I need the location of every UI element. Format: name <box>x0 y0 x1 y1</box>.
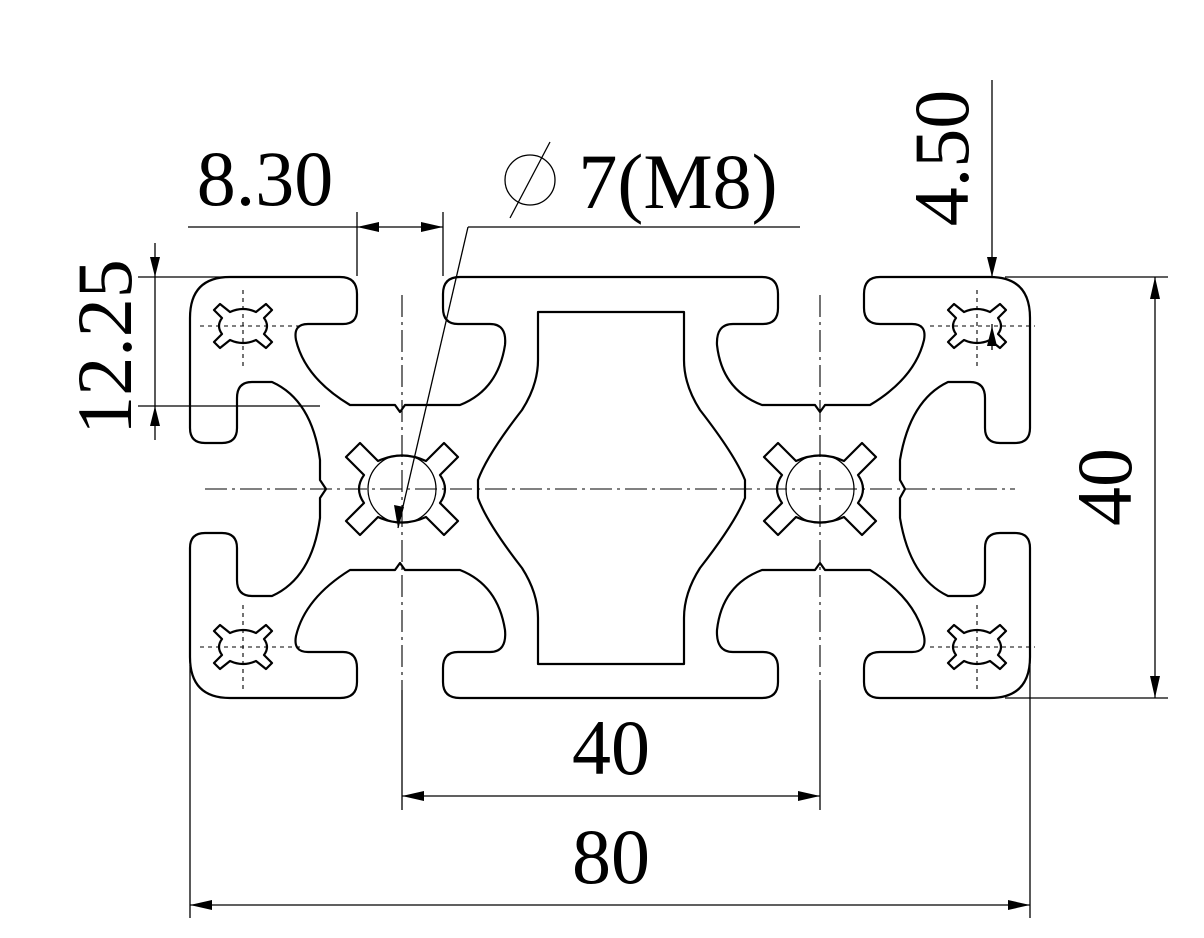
pitch-label: 40 <box>572 704 650 791</box>
dimension-pitch: 40 <box>401 690 821 810</box>
slot-depth-label: 4.50 <box>898 90 985 227</box>
center-lines <box>200 290 1035 690</box>
dimension-slot-depth: 4.50 <box>898 80 997 350</box>
dimension-slot-width: 8.30 <box>188 135 444 276</box>
lip-height-label: 12.25 <box>61 259 148 435</box>
width-label: 80 <box>572 813 650 900</box>
dimension-height: 40 <box>1005 276 1168 699</box>
dimension-width: 80 <box>189 665 1031 918</box>
corner-holes <box>212 302 1008 671</box>
height-label: 40 <box>1061 448 1148 526</box>
diameter-icon <box>504 141 556 219</box>
slot-width-label: 8.30 <box>197 135 334 222</box>
profile-outline <box>188 275 1032 700</box>
dimension-hole: 7(M8) <box>394 138 800 529</box>
hole-label: 7(M8) <box>578 138 777 225</box>
dimension-lip-height: 12.25 <box>61 243 320 440</box>
